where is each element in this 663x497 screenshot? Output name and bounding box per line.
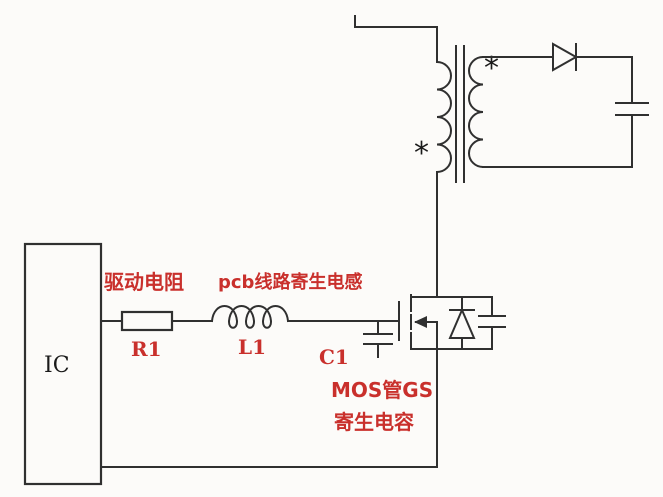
mosfet-body-arrow <box>414 316 427 328</box>
body-diode <box>448 296 476 350</box>
secondary-polarity-dot: * <box>484 51 499 86</box>
drive-resistor-r1 <box>120 310 174 332</box>
label-r1: R1 <box>131 337 162 361</box>
secondary-rectifier-diode <box>552 42 579 72</box>
primary-polarity-dot: * <box>414 136 429 171</box>
primary-winding <box>435 60 452 174</box>
label-c1: C1 <box>319 345 349 369</box>
wire-diode-to-output-cap <box>575 56 633 104</box>
mosfet-symbol <box>398 294 493 350</box>
label-drive-resistor: 驱动电阻 <box>104 270 184 294</box>
ic-label: IC <box>44 353 70 378</box>
transformer: * * <box>414 45 499 183</box>
secondary-winding <box>468 55 485 169</box>
parasitic-capacitor-c1 <box>363 320 393 358</box>
label-l1: L1 <box>238 335 266 359</box>
wire-secondary-return <box>482 114 633 168</box>
ic-block: IC <box>23 242 103 486</box>
drain-source-capacitor <box>478 296 506 350</box>
wire-input-to-primary <box>354 15 438 63</box>
transformer-core <box>455 45 465 183</box>
output-capacitor <box>615 102 649 116</box>
wire-source-return <box>100 348 438 468</box>
label-pcb-parasitic-inductance: pcb线路寄生电感 <box>218 271 362 293</box>
label-mos-gs-line1: MOS管GS <box>331 378 433 402</box>
parasitic-inductor-l1 <box>210 305 290 329</box>
label-mos-gs-line2: 寄生电容 <box>334 410 414 434</box>
